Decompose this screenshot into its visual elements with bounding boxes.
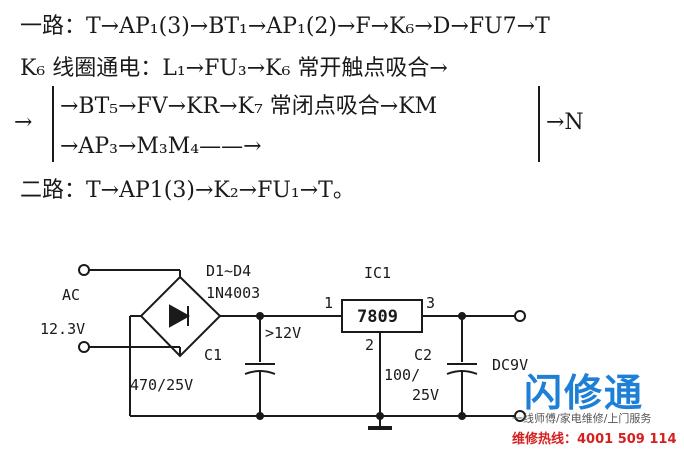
watermark-hotline: 维修热线：4001 509 114 bbox=[512, 432, 677, 447]
c2-label: C2 bbox=[414, 346, 432, 364]
watermark-brand: 闪修通 bbox=[524, 371, 645, 415]
input-dc-label: >12V bbox=[265, 324, 301, 342]
ac-label: AC bbox=[62, 286, 80, 304]
dc-output-terminal-bottom bbox=[514, 410, 526, 422]
pin-3-label: 3 bbox=[426, 294, 435, 312]
pin-1-label: 1 bbox=[324, 294, 333, 312]
c1-label: C1 bbox=[204, 346, 222, 364]
right-bracket bbox=[538, 86, 540, 162]
bridge-rectifier bbox=[139, 275, 222, 358]
pin-2-label: 2 bbox=[365, 336, 374, 354]
route-one-line: 一路：T→AP₁(3)→BT₁→AP₁(2)→F→K₆→D→FU7→T bbox=[20, 14, 550, 39]
ic-part-label: 7809 bbox=[357, 307, 398, 327]
branch-upper-line: →BT₅→FV→KR→K₇ 常闭点吸合→KM bbox=[60, 94, 438, 119]
ic-label: IC1 bbox=[364, 264, 391, 282]
ac-input-terminal-bottom bbox=[78, 341, 90, 353]
diode-label: D1~D4 bbox=[206, 262, 251, 280]
c2-voltage-label: 25V bbox=[412, 386, 439, 404]
c1-bottom-plate bbox=[244, 370, 276, 375]
branch-entry-arrow: → bbox=[14, 110, 33, 135]
input-voltage-label: 12.3V bbox=[40, 320, 85, 338]
left-bracket bbox=[52, 86, 54, 162]
output-voltage-label: DC9V bbox=[492, 356, 528, 374]
diode-symbol bbox=[169, 304, 191, 328]
c2-bottom-plate bbox=[446, 370, 478, 375]
relay-coil-line: K₆ 线圈通电：L₁→FU₃→K₆ 常开触点吸合→ bbox=[20, 56, 448, 81]
branch-lower-line: →AP₃→M₃M₄——→ bbox=[60, 134, 262, 159]
diode-part-label: 1N4003 bbox=[206, 284, 260, 302]
watermark-tagline: 一线师傅/家电维修/上门服务 bbox=[512, 412, 652, 425]
route-two-line: 二路：T→AP1(3)→K₂→FU₁→T。 bbox=[20, 178, 355, 203]
c1-value-label: 470/25V bbox=[130, 376, 193, 394]
power-supply-schematic: AC 12.3V D1~D4 1N4003 IC1 7809 1 2 3 >12… bbox=[40, 262, 528, 430]
c2-value-label: 100/ bbox=[384, 366, 420, 384]
branch-exit-line: →N bbox=[546, 110, 584, 135]
dc-output-terminal-top bbox=[514, 310, 526, 322]
ac-input-terminal-top bbox=[78, 264, 90, 276]
